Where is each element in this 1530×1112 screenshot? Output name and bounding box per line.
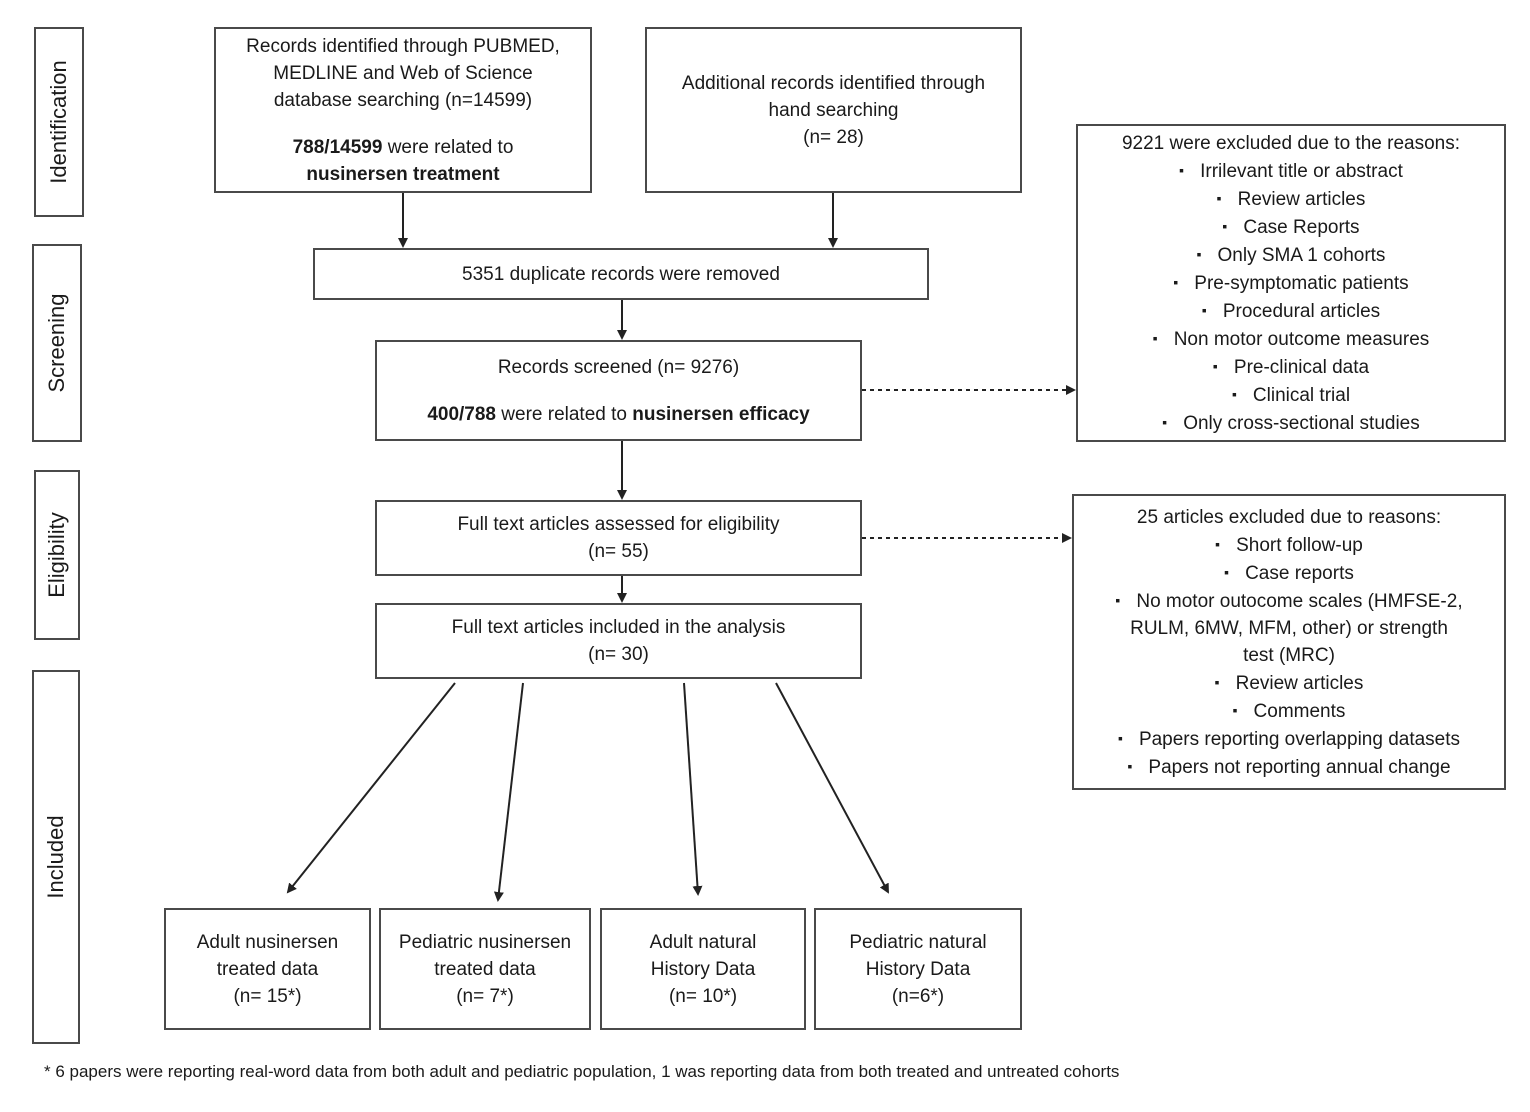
list-item: Only cross-sectional studies	[1153, 409, 1430, 437]
list-item: Papers reporting overlapping datasets	[1118, 725, 1460, 753]
footnote: * 6 papers were reporting real-word data…	[44, 1062, 1120, 1081]
identified-related-topic-text: nusinersen treatment	[306, 163, 500, 185]
identified-related-count: 788/14599	[292, 136, 383, 158]
outcome-line-3: (n= 10*)	[668, 985, 738, 1007]
eligibility-exclusions-continuation-1: RULM, 6MW, MFM, other) or strength	[1130, 617, 1448, 639]
eligibility-line-2: (n= 55)	[588, 541, 649, 562]
eligibility-line-1: Full text articles assessed for eligibil…	[457, 514, 780, 535]
screened-efficacy: 400/788 were related to nusinersen effic…	[427, 401, 809, 428]
list-item: Irrilevant title or abstract	[1153, 157, 1430, 185]
list-item: Papers not reporting annual change	[1118, 753, 1460, 781]
additional-records-box: Additional records identified through ha…	[645, 27, 1022, 193]
eligibility-exclusions-continuation-2: test (MRC)	[1243, 644, 1335, 666]
eligibility-exclusions-heading: 25 articles excluded due to reasons:	[1136, 506, 1442, 528]
list-item: Clinical trial	[1153, 381, 1430, 409]
list-item: Review articles	[1153, 185, 1430, 213]
outcome-adult-treated: Adult nusinersen treated data (n= 15*)	[164, 908, 371, 1030]
outcome-pediatric-natural: Pediatric natural History Data (n=6*)	[814, 908, 1022, 1030]
identified-line-2: MEDLINE and Web of Science	[273, 62, 533, 84]
outcome-line-2: History Data	[865, 958, 971, 980]
stage-included: Included	[32, 670, 80, 1044]
outcome-line-1: Adult natural	[649, 931, 757, 953]
included-line-1: Full text articles included in the analy…	[451, 617, 786, 638]
screened-efficacy-count: 400/788	[427, 403, 496, 425]
outcome-line-1: Pediatric natural	[849, 931, 987, 953]
outcome-line-3: (n= 15*)	[233, 985, 302, 1007]
screening-exclusions-heading: 9221 were excluded due to the reasons:	[1121, 132, 1460, 154]
list-item: Non motor outcome measures	[1153, 325, 1430, 353]
screening-exclusions-box: 9221 were excluded due to the reasons: I…	[1076, 124, 1506, 442]
eligibility-exclusions-box: 25 articles excluded due to reasons: Sho…	[1072, 494, 1506, 790]
list-item: Comments	[1118, 697, 1460, 725]
list-item: No motor outocome scales (HMFSE-2,	[1115, 587, 1462, 615]
list-item: Only SMA 1 cohorts	[1153, 241, 1430, 269]
stage-eligibility: Eligibility	[34, 470, 80, 640]
screened-efficacy-topic: nusinersen efficacy	[632, 403, 810, 425]
list-item: Pre-symptomatic patients	[1153, 269, 1430, 297]
included-box: Full text articles included in the analy…	[375, 603, 862, 679]
list-item: Pre-clinical data	[1153, 353, 1430, 381]
outcome-adult-natural: Adult natural History Data (n= 10*)	[600, 908, 806, 1030]
stage-screening: Screening	[32, 244, 82, 442]
arrow-to-pediatric-treated	[493, 682, 524, 902]
arrow-to-pediatric-natural	[775, 682, 889, 894]
outcome-line-2: treated data	[216, 958, 319, 980]
additional-line-1: Additional records identified through	[681, 72, 986, 94]
screened-efficacy-text: were related to	[496, 403, 633, 425]
identified-related: 788/14599 were related to	[293, 134, 514, 161]
screening-exclusions-list: Irrilevant title or abstract Review arti…	[1153, 157, 1430, 437]
list-item: Review articles	[1118, 669, 1460, 697]
identified-related-topic: nusinersen treatment	[306, 161, 499, 188]
list-item: Case Reports	[1153, 213, 1430, 241]
screened-line-1: Records screened (n= 9276)	[497, 356, 740, 378]
duplicates-box: 5351 duplicate records were removed	[313, 248, 929, 300]
outcome-pediatric-treated: Pediatric nusinersen treated data (n= 7*…	[379, 908, 591, 1030]
outcome-line-1: Adult nusinersen	[196, 931, 339, 953]
outcome-line-3: (n= 7*)	[456, 985, 514, 1007]
screened-box: Records screened (n= 9276) 400/788 were …	[375, 340, 862, 441]
identified-related-text: were related to	[382, 136, 514, 158]
additional-line-3: (n= 28)	[803, 126, 864, 148]
additional-line-2: hand searching	[768, 99, 899, 121]
eligibility-box: Full text articles assessed for eligibil…	[375, 500, 862, 576]
outcome-line-1: Pediatric nusinersen	[398, 931, 572, 953]
identified-records-box: Records identified through PUBMED, MEDLI…	[214, 27, 592, 193]
stage-identification: Identification	[34, 27, 84, 217]
list-item: Procedural articles	[1153, 297, 1430, 325]
outcome-line-2: treated data	[434, 958, 536, 980]
outcome-line-3: (n=6*)	[891, 985, 945, 1007]
identified-line-1: Records identified through PUBMED,	[246, 35, 560, 57]
list-item: Short follow-up	[1115, 531, 1462, 559]
arrow-to-adult-treated	[286, 682, 456, 894]
eligibility-exclusions-list: Short follow-up Case reports No motor ou…	[1115, 531, 1462, 615]
list-item: Case reports	[1115, 559, 1462, 587]
outcome-line-2: History Data	[650, 958, 756, 980]
eligibility-exclusions-list-rest: Review articles Comments Papers reportin…	[1118, 669, 1460, 781]
duplicates-text: 5351 duplicate records were removed	[462, 263, 780, 285]
arrow-to-adult-natural	[683, 682, 703, 896]
included-line-2: (n= 30)	[588, 644, 649, 665]
identified-line-3: database searching (n=14599)	[273, 89, 533, 111]
